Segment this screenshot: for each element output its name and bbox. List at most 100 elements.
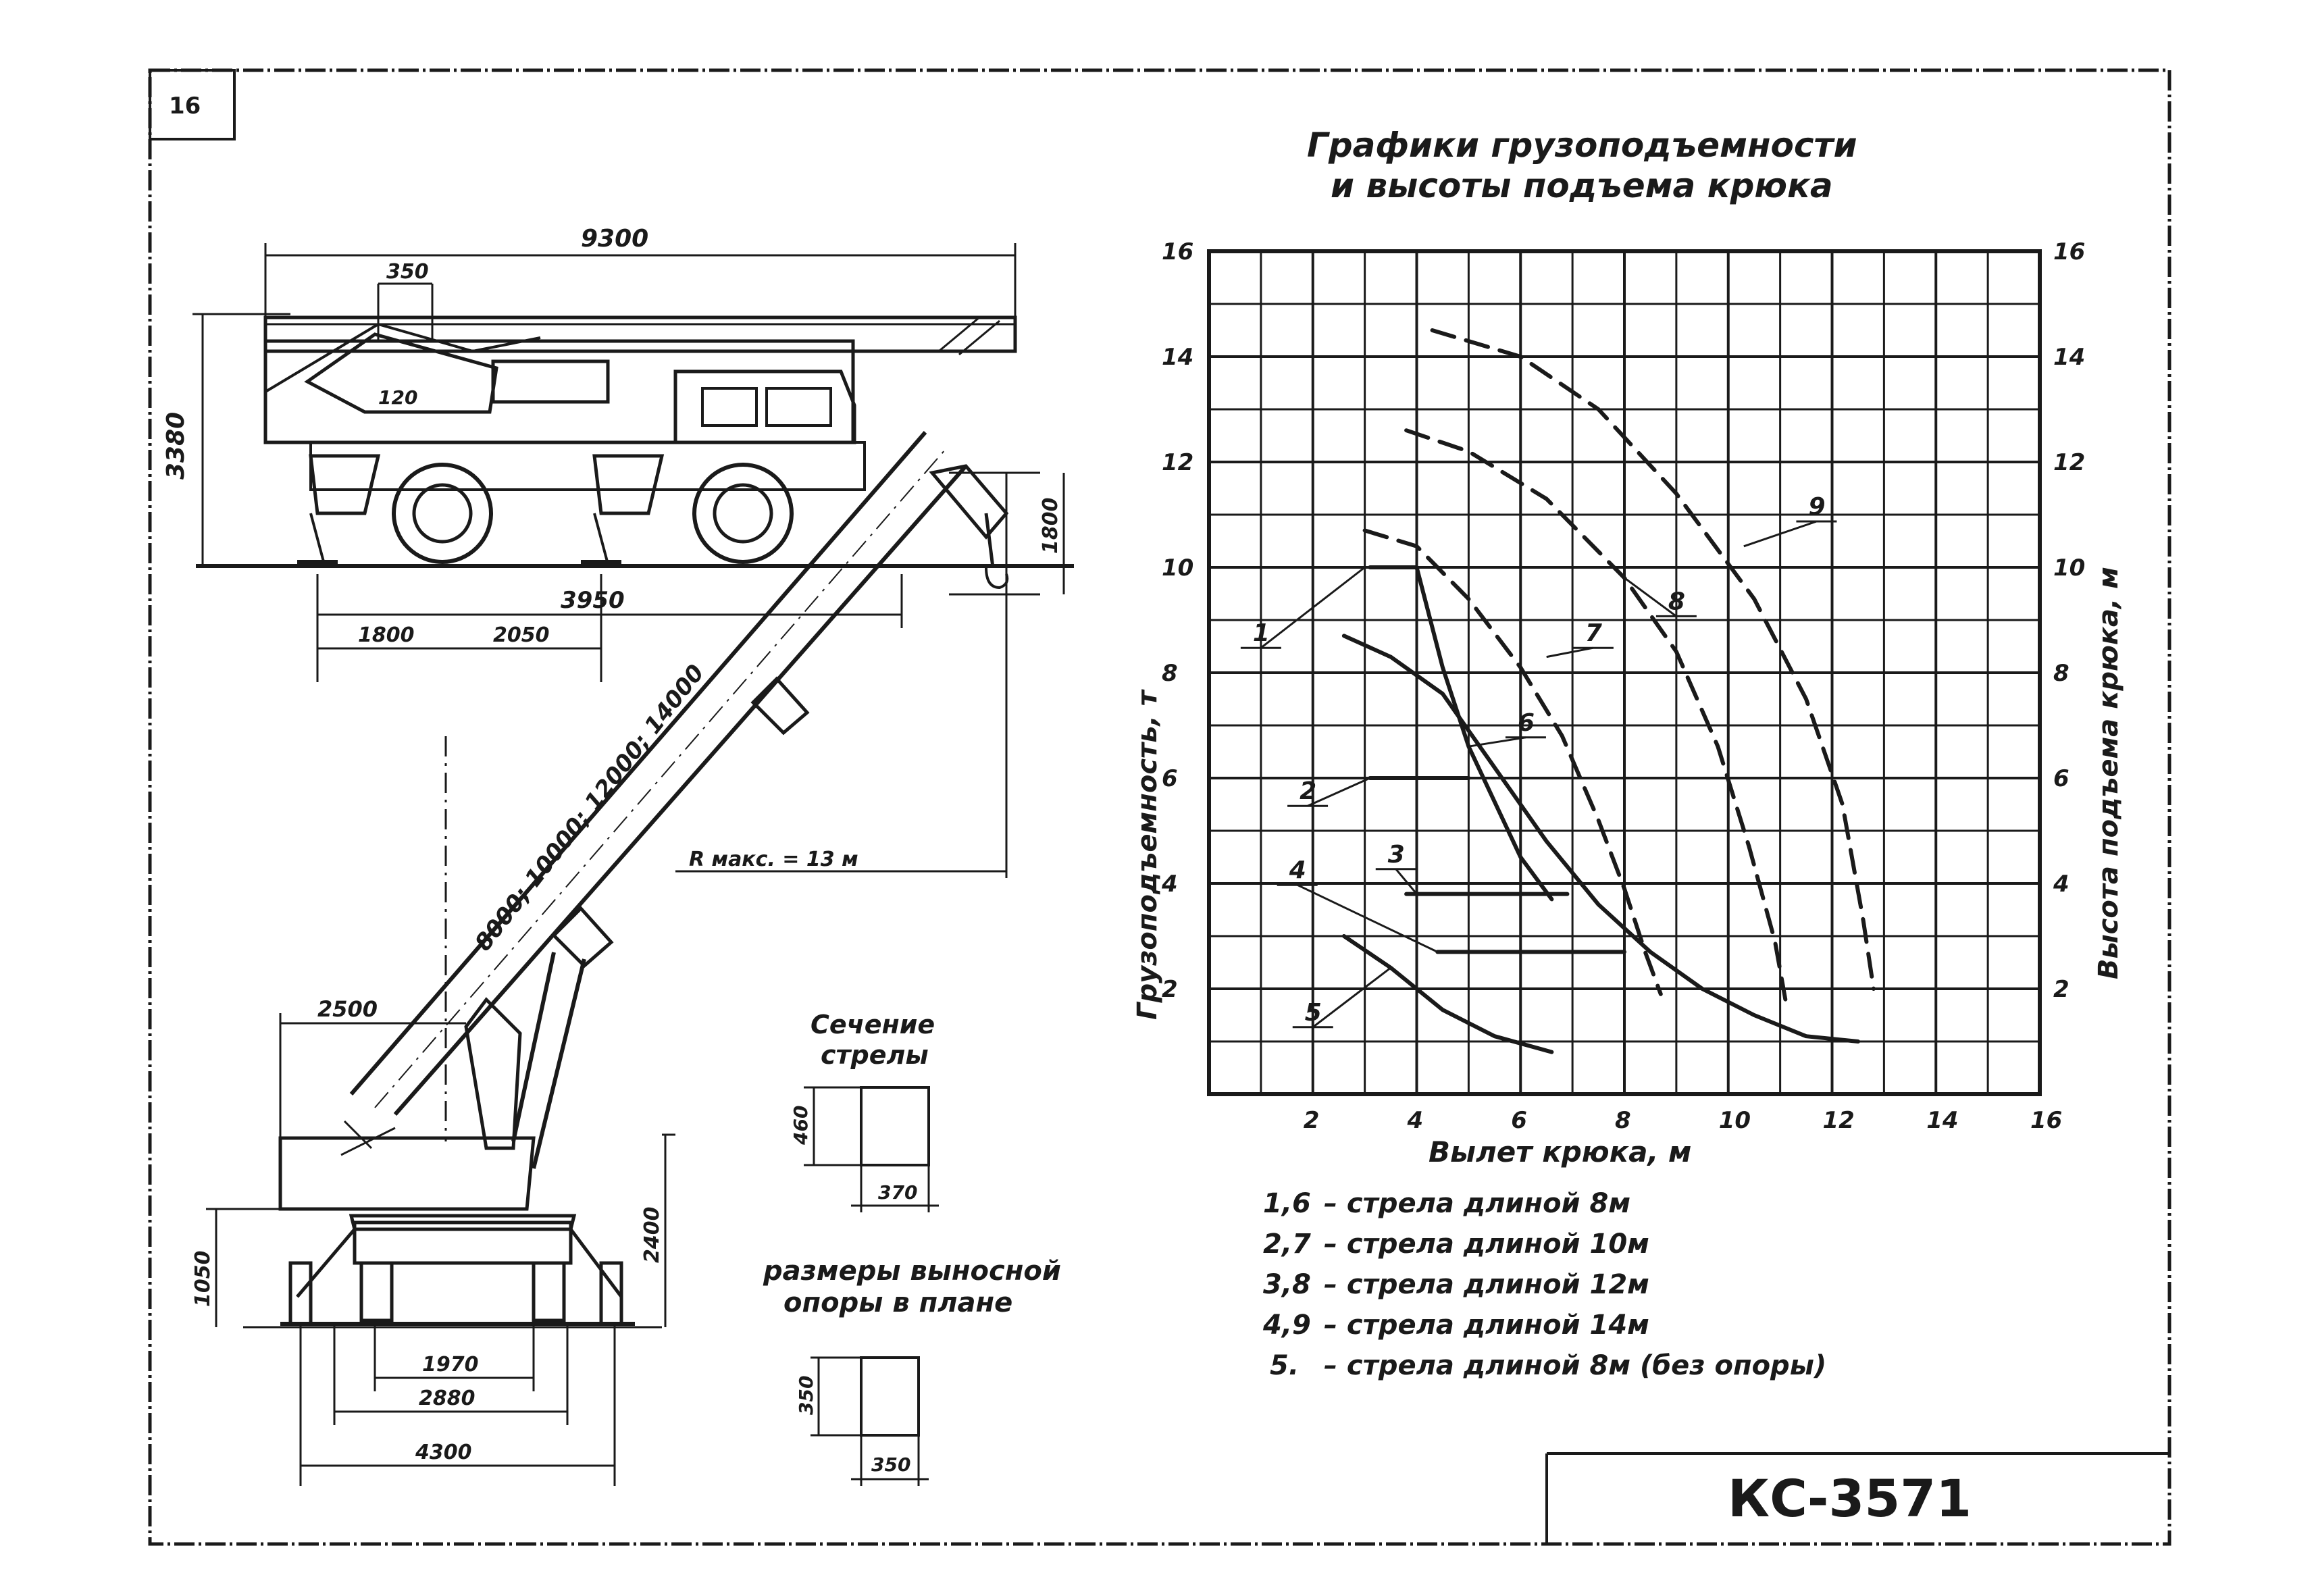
y-tick-label: 2 bbox=[1162, 976, 1178, 1003]
chart-y-axis-label: Грузоподъемность, т bbox=[1132, 688, 1163, 1020]
dim-overall-length: 9300 bbox=[581, 225, 648, 253]
legend-key-5: 5. bbox=[1270, 1350, 1299, 1381]
y2-tick-label: 16 bbox=[2053, 238, 2085, 265]
legend-text-5: – стрела длиной 8м (без опоры) bbox=[1324, 1350, 1826, 1381]
series-label-2: 2 bbox=[1300, 777, 1316, 805]
title-block: КС-3571 bbox=[1545, 1452, 2169, 1544]
dim-track-mid: 2880 bbox=[419, 1387, 475, 1410]
y2-tick-label: 10 bbox=[2053, 555, 2085, 582]
series-label-6: 6 bbox=[1518, 709, 1535, 737]
y-tick-label: 16 bbox=[1162, 238, 1193, 265]
truck-dimensions bbox=[192, 243, 1065, 682]
y2-tick-label: 12 bbox=[2053, 449, 2085, 476]
series-line-9 bbox=[1430, 328, 1876, 991]
boom-section-width: 370 bbox=[878, 1181, 917, 1204]
outrigger-pad-drawing: размеры выносной опоры в плане 350 350 bbox=[763, 1256, 1061, 1486]
series-line-1 bbox=[1368, 565, 1554, 902]
outrigger-title-1: размеры выносной bbox=[763, 1256, 1061, 1287]
dim-platform-height: 2400 bbox=[640, 1207, 664, 1264]
y-tick-label: 6 bbox=[1162, 765, 1178, 792]
boom-lengths-label: 8000; 10000; 12000; 14000 bbox=[470, 660, 710, 956]
series-label-1: 1 bbox=[1253, 619, 1270, 647]
dim-rear-part: 2050 bbox=[493, 623, 550, 647]
legend-key-2: 2,7 bbox=[1263, 1229, 1311, 1260]
y-tick-label: 4 bbox=[1161, 871, 1178, 898]
legend-text-4: – стрела длиной 14м bbox=[1324, 1310, 1649, 1341]
boom-front-view bbox=[243, 431, 1009, 1329]
model-designation: КС-3571 bbox=[1728, 1468, 1972, 1528]
dim-tail-radius: 2500 bbox=[317, 996, 378, 1022]
dim-outrigger-height: 1050 bbox=[191, 1251, 215, 1308]
dim-track-outer: 4300 bbox=[415, 1441, 472, 1464]
y-tick-label: 8 bbox=[1162, 660, 1178, 687]
crane-side-view bbox=[196, 315, 1074, 568]
x-tick-label: 8 bbox=[1615, 1107, 1631, 1134]
sheet-frame bbox=[148, 68, 2171, 1546]
dim-front-overhang: 1800 bbox=[358, 623, 415, 647]
x-tick-label: 10 bbox=[1719, 1107, 1751, 1134]
chart-y2-axis-label: Высота подъема крюка, м bbox=[2093, 567, 2124, 979]
series-leader-3 bbox=[1395, 868, 1418, 895]
chart-title-1: Графики грузоподъемности bbox=[1307, 126, 1857, 165]
legend-key-4: 4,9 bbox=[1262, 1310, 1311, 1341]
series-leader-9 bbox=[1743, 520, 1817, 548]
x-tick-label: 6 bbox=[1511, 1107, 1527, 1134]
dim-cabin-offset: 350 bbox=[386, 260, 429, 284]
x-tick-label: 4 bbox=[1407, 1107, 1424, 1134]
series-label-8: 8 bbox=[1668, 588, 1685, 615]
series-leader-5 bbox=[1312, 967, 1391, 1028]
boom-section-height: 460 bbox=[790, 1106, 812, 1145]
series-leader-6 bbox=[1468, 736, 1526, 748]
series-leader-1 bbox=[1260, 566, 1366, 649]
series-leader-8 bbox=[1624, 577, 1677, 617]
legend-text-2: – стрела длиной 10м bbox=[1324, 1229, 1649, 1260]
max-reach-label: R макс. = 13 м bbox=[689, 848, 858, 871]
dim-track-inner: 1970 bbox=[422, 1353, 479, 1376]
chart-legend: 1,6 – стрела длиной 8м 2,7 – стрела длин… bbox=[1262, 1188, 1826, 1381]
boom-section-title-2: стрелы bbox=[821, 1040, 929, 1070]
chart-x-axis-label: Вылет крюка, м bbox=[1429, 1135, 1691, 1168]
y-tick-label: 14 bbox=[1162, 344, 1193, 371]
legend-text-3: – стрела длиной 12м bbox=[1324, 1269, 1649, 1300]
y2-tick-label: 2 bbox=[2053, 976, 2069, 1003]
x-tick-label: 16 bbox=[2030, 1107, 2062, 1134]
y2-tick-label: 4 bbox=[2053, 871, 2069, 898]
series-label-9: 9 bbox=[1808, 493, 1825, 521]
x-tick-label: 12 bbox=[1823, 1107, 1855, 1134]
series-label-3: 3 bbox=[1388, 841, 1405, 869]
outrigger-width: 350 bbox=[871, 1453, 910, 1476]
series-line-6 bbox=[1341, 634, 1860, 1044]
legend-text-1: – стрела длиной 8м bbox=[1324, 1188, 1630, 1219]
boom-section-title-1: Сечение bbox=[811, 1010, 935, 1039]
series-label-7: 7 bbox=[1585, 619, 1602, 647]
y2-tick-label: 14 bbox=[2053, 344, 2085, 371]
series-leader-2 bbox=[1307, 777, 1370, 807]
series-line-8 bbox=[1404, 428, 1788, 1002]
outrigger-title-2: опоры в плане bbox=[783, 1287, 1012, 1318]
dim-pivot: 120 bbox=[378, 386, 417, 409]
x-tick-label: 14 bbox=[1926, 1107, 1958, 1134]
boom-section-drawing: Сечение стрелы 460 370 bbox=[790, 1010, 939, 1212]
page-number: 16 bbox=[169, 93, 201, 120]
plot-frame bbox=[1207, 249, 2042, 1096]
y-tick-label: 12 bbox=[1162, 449, 1193, 476]
dim-wheelbase: 3950 bbox=[561, 587, 625, 614]
outrigger-height: 350 bbox=[795, 1376, 817, 1415]
x-tick-label: 2 bbox=[1304, 1107, 1320, 1134]
y2-tick-label: 8 bbox=[2053, 660, 2069, 687]
series-leader-7 bbox=[1546, 646, 1594, 659]
chart-title-2: и высоты подъема крюка bbox=[1331, 166, 1833, 205]
series-label-4: 4 bbox=[1289, 856, 1306, 884]
legend-key-1: 1,6 bbox=[1263, 1188, 1311, 1219]
dim-hook-block: 1800 bbox=[1039, 498, 1062, 555]
series-line-7 bbox=[1362, 528, 1663, 996]
y2-tick-label: 6 bbox=[2053, 765, 2069, 792]
series-label-5: 5 bbox=[1305, 999, 1322, 1027]
dim-overall-height: 3380 bbox=[162, 412, 190, 480]
y-tick-label: 10 bbox=[1162, 555, 1193, 582]
legend-key-3: 3,8 bbox=[1263, 1269, 1311, 1300]
page-number-box bbox=[149, 69, 236, 140]
boom-dimensions bbox=[206, 473, 1008, 1486]
